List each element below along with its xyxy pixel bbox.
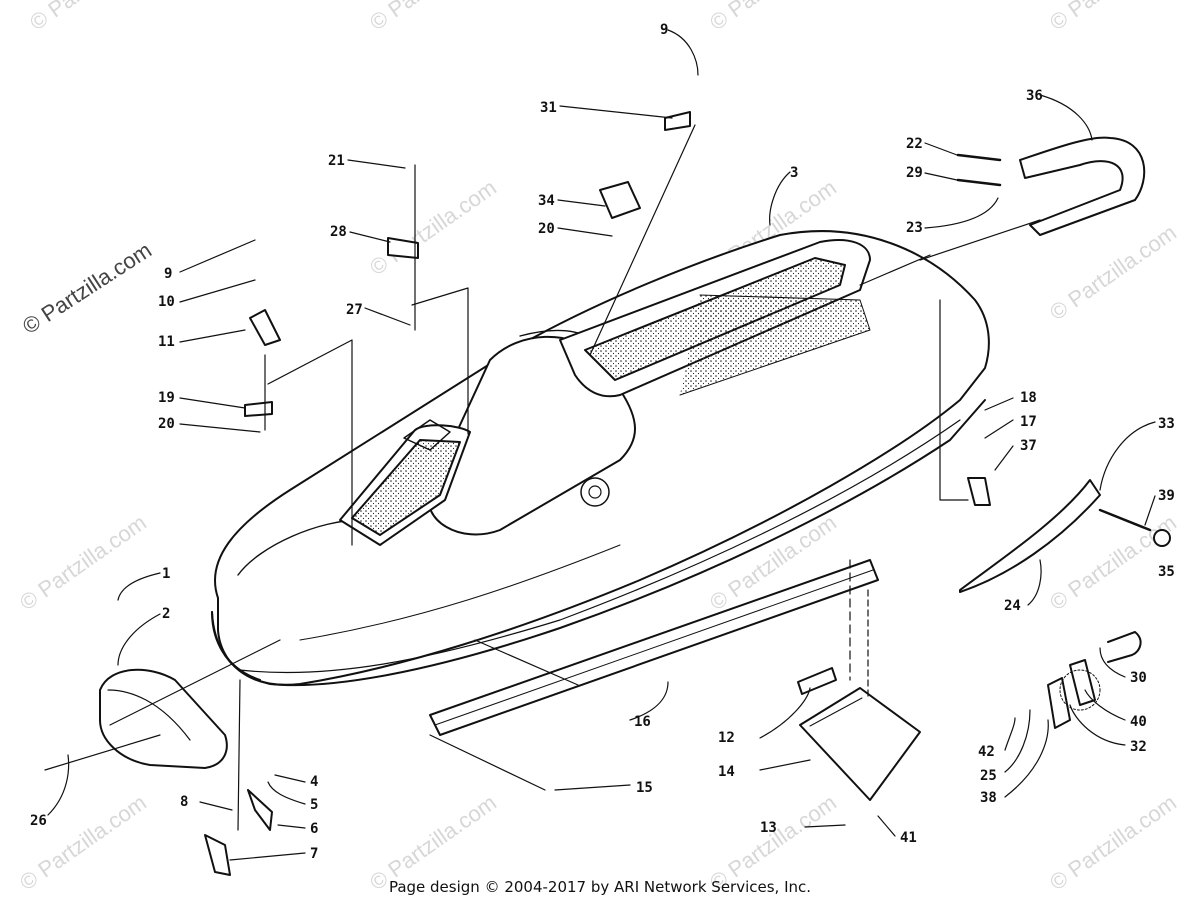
callout-label-31: 31 [540,100,557,116]
callout-label-27: 27 [346,302,363,318]
callout-label-16: 16 [634,714,651,730]
callout-label-4: 4 [310,774,318,790]
callout-label-6: 6 [310,821,318,837]
small-hardware [204,111,991,876]
footer-credit: Page design © 2004-2017 by ARI Network S… [388,878,812,896]
callout-label-1: 1 [162,566,170,582]
callout-label-14: 14 [718,764,735,780]
callout-label-42: 42 [978,744,995,760]
handlebar [956,136,1146,236]
callout-label-8: 8 [180,794,188,810]
callout-label-22: 22 [906,136,923,152]
assembly-lines [44,124,1041,831]
callout-label-37: 37 [1020,438,1037,454]
callout-label-35: 35 [1158,564,1175,580]
callout-label-39: 39 [1158,488,1175,504]
callout-label-19: 19 [158,390,175,406]
callout-label-29: 29 [906,165,923,181]
callout-label-11: 11 [158,334,175,350]
callout-label-3: 3 [790,165,798,181]
callout-label-23: 23 [906,220,923,236]
callout-label-7: 7 [310,846,318,862]
hitch-assembly [1047,631,1142,729]
callout-label-28: 28 [330,224,347,240]
callout-label-18: 18 [1020,390,1037,406]
trim-strip [959,479,1171,593]
callout-label-34: 34 [538,193,555,209]
callout-label-26: 26 [30,813,47,829]
callout-label-13: 13 [760,820,777,836]
callout-label-20: 20 [158,416,175,432]
footwell [559,239,871,398]
callout-label-40: 40 [1130,714,1147,730]
callout-label-5: 5 [310,797,318,813]
callout-label-33: 33 [1158,416,1175,432]
callout-labels: 9313622292333420212827910111920181737333… [30,22,1175,862]
bumper [99,668,228,769]
callout-label-17: 17 [1020,414,1037,430]
callout-leaders [47,29,1156,861]
callout-label-9: 9 [660,22,668,38]
callout-label-24: 24 [1004,598,1021,614]
callout-label-10: 10 [158,294,175,310]
callout-label-41: 41 [900,830,917,846]
callout-label-20: 20 [538,221,555,237]
callout-label-12: 12 [718,730,735,746]
rub-rail [429,559,879,736]
callout-label-21: 21 [328,153,345,169]
callout-label-36: 36 [1026,88,1043,104]
front-storage [339,419,610,546]
callout-label-30: 30 [1130,670,1147,686]
callout-label-2: 2 [162,606,170,622]
callout-label-15: 15 [636,780,653,796]
callout-label-9: 9 [164,266,172,282]
callout-label-38: 38 [980,790,997,806]
mount-plate [797,667,921,801]
callout-label-32: 32 [1130,739,1147,755]
callout-label-25: 25 [980,768,997,784]
